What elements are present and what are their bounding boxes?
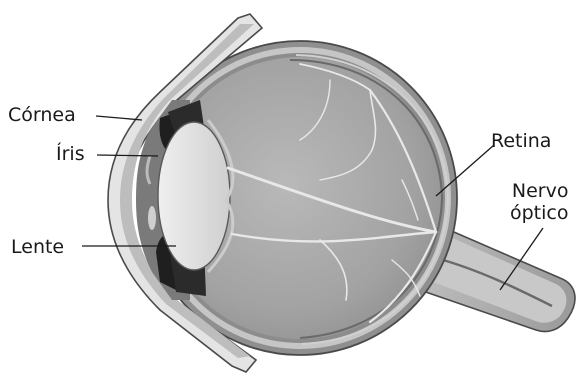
label-nervo-line2: óptico (510, 202, 568, 224)
label-lente: Lente (11, 236, 64, 258)
label-nervo-line1: Nervo (510, 180, 568, 202)
cornea-leader (96, 116, 142, 120)
lens (158, 122, 230, 270)
label-iris: Íris (56, 143, 85, 165)
label-nervo-optico: Nervo óptico (510, 180, 568, 224)
label-retina: Retina (491, 130, 551, 152)
label-cornea: Córnea (8, 104, 76, 126)
